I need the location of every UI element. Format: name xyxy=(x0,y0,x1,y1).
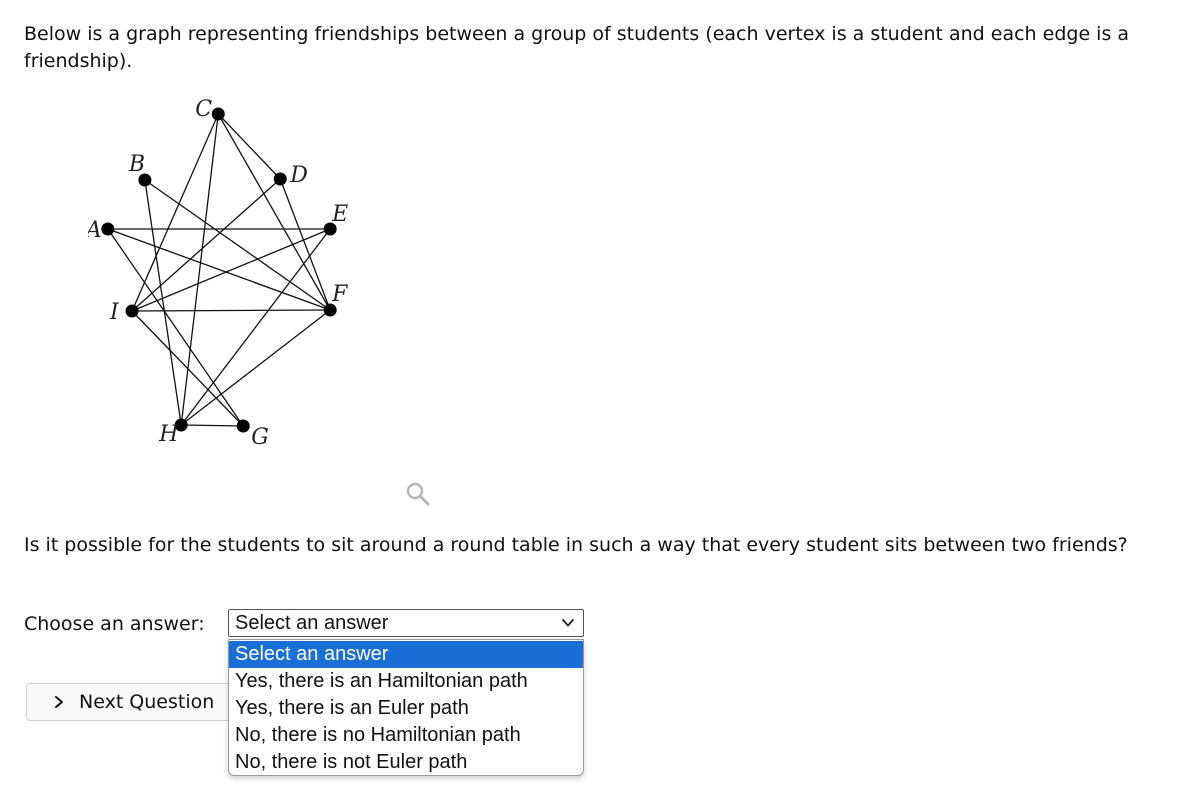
graph-edge-f-h xyxy=(180,309,331,426)
dropdown-option[interactable]: Yes, there is an Hamiltonian path xyxy=(235,670,528,692)
graph-edge-g-h xyxy=(181,424,244,427)
answer-select-value: Select an answer xyxy=(235,612,389,634)
dropdown-option[interactable]: No, there is not Euler path xyxy=(235,751,468,773)
dropdown-option[interactable]: Select an answer xyxy=(229,641,583,668)
graph-edge-c-f xyxy=(217,113,331,311)
graph-vertex-b xyxy=(138,173,152,187)
question-prompt-text: Is it possible for the students to sit a… xyxy=(24,534,1128,556)
graph-edge-d-i xyxy=(131,178,281,312)
friendship-graph-figure: A B C DE F G H I xyxy=(88,92,350,457)
magnifier-icon[interactable] xyxy=(404,480,432,508)
answer-row: Choose an answer: xyxy=(24,609,213,639)
graph-vertex-e xyxy=(323,222,337,236)
answer-label: Choose an answer: xyxy=(24,613,205,635)
graph-vertex-label-g: G xyxy=(251,425,269,450)
graph-vertex-label-b: B xyxy=(128,152,145,177)
dropdown-option[interactable]: Yes, there is an Euler path xyxy=(235,697,469,719)
graph-edge-e-i xyxy=(131,228,331,312)
graph-edge-g-i xyxy=(131,310,244,427)
graph-vertex-g xyxy=(236,419,250,433)
graph-edge-c-i xyxy=(131,113,219,312)
graph-edge-d-f xyxy=(279,178,331,311)
graph-vertex-label-d: D xyxy=(289,163,308,188)
friendship-graph-svg: A B C DE F G H I xyxy=(88,97,348,450)
dropdown-option[interactable]: No, there is no Hamiltonian path xyxy=(235,724,521,746)
graph-edge-c-d xyxy=(217,113,281,180)
graph-vertex-label-a: A xyxy=(88,218,102,243)
graph-edge-b-h xyxy=(144,179,182,426)
graph-vertex-f xyxy=(323,303,337,317)
graph-vertex-d xyxy=(273,172,287,186)
graph-edge-f-i xyxy=(132,309,331,312)
graph-edge-c-h xyxy=(180,113,219,426)
graph-vertex-c xyxy=(211,107,225,121)
graph-edge-b-f xyxy=(144,179,331,311)
graph-vertex-label-h: H xyxy=(158,422,179,447)
graph-vertex-label-e: E xyxy=(331,202,348,227)
graph-vertex-label-f: F xyxy=(331,282,348,307)
graph-edge-a-f xyxy=(107,228,331,311)
question-intro-text: Below is a graph representing friendship… xyxy=(24,23,1130,72)
answer-select[interactable]: Select an answer xyxy=(228,609,584,637)
graph-edge-e-h xyxy=(180,228,331,426)
graph-vertex-i xyxy=(125,304,139,318)
chevron-down-icon xyxy=(562,619,574,627)
graph-vertex-h xyxy=(174,418,188,432)
chevron-right-icon xyxy=(55,696,63,708)
graph-vertex-label-i: I xyxy=(109,300,120,325)
graph-edge-a-g xyxy=(107,228,244,427)
graph-vertex-a xyxy=(101,222,115,236)
answer-dropdown-list: Select an answer Yes, there is an Hamilt… xyxy=(228,639,584,776)
next-question-button[interactable]: Next Question xyxy=(26,683,256,721)
next-question-label: Next Question xyxy=(79,691,215,713)
graph-vertex-label-c: C xyxy=(195,97,212,122)
